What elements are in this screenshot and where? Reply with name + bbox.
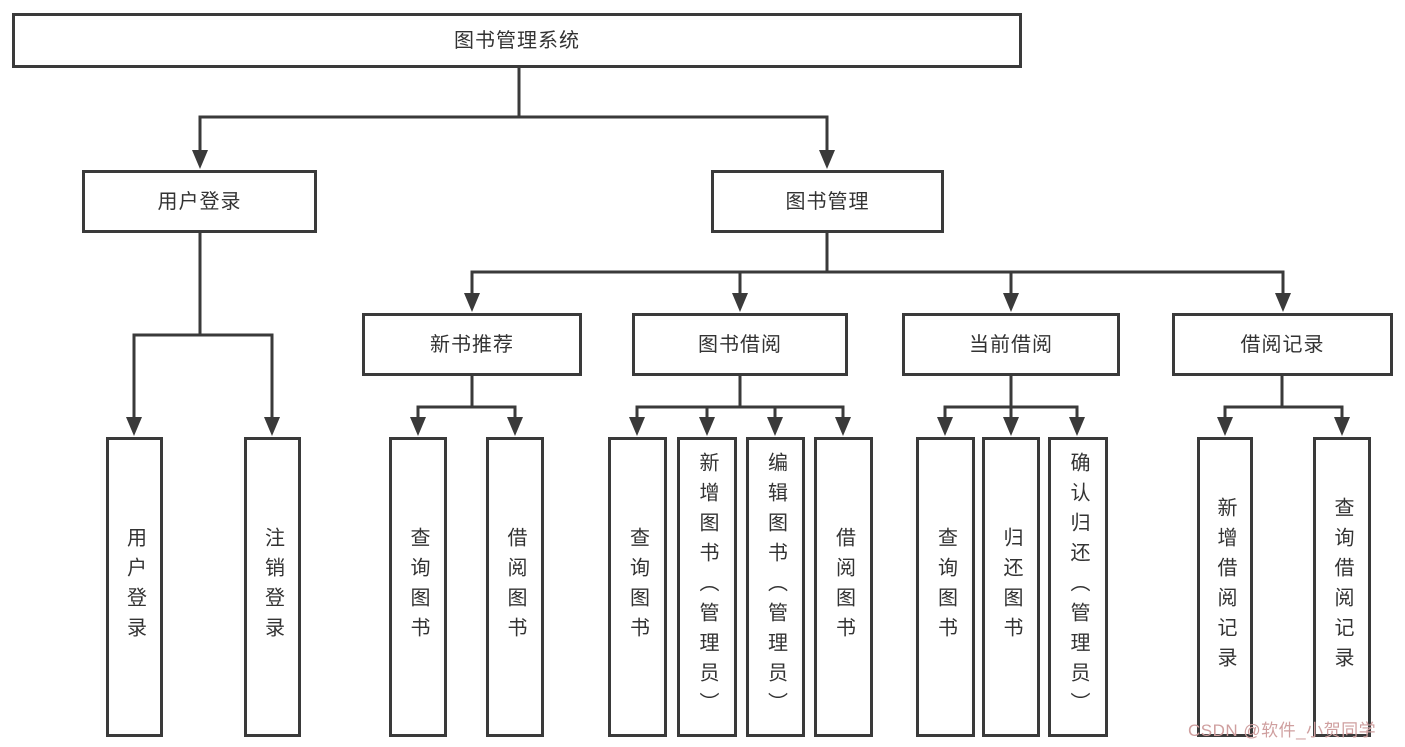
- leaf-add-borrow-record-label: 新增借阅记录: [1214, 497, 1236, 677]
- leaf-return-books-label: 归还图书: [1000, 527, 1022, 647]
- leaf-confirm-return-admin: 确认归还（管理员）: [1048, 437, 1108, 737]
- leaf-add-book-admin-label: 新增图书（管理员）: [696, 452, 718, 722]
- node-book-management: 图书管理: [711, 170, 944, 233]
- node-borrow-records: 借阅记录: [1172, 313, 1393, 376]
- leaf-user-login-label: 用户登录: [123, 527, 146, 647]
- leaf-borrow-books-recommend: 借阅图书: [486, 437, 544, 737]
- leaf-edit-book-admin: 编辑图书（管理员）: [746, 437, 805, 737]
- node-new-book-recommend: 新书推荐: [362, 313, 582, 376]
- leaf-user-login: 用户登录: [106, 437, 163, 737]
- leaf-return-books: 归还图书: [982, 437, 1040, 737]
- node-book-borrow: 图书借阅: [632, 313, 848, 376]
- leaf-borrow-books-recommend-label: 借阅图书: [504, 527, 526, 647]
- leaf-query-books-current: 查询图书: [916, 437, 975, 737]
- leaf-add-book-admin: 新增图书（管理员）: [677, 437, 737, 737]
- leaf-query-borrow-record: 查询借阅记录: [1313, 437, 1371, 737]
- leaf-query-books-current-label: 查询图书: [934, 527, 957, 647]
- node-root: 图书管理系统: [12, 13, 1022, 68]
- leaf-query-books-borrow: 查询图书: [608, 437, 667, 737]
- leaf-query-books-recommend: 查询图书: [389, 437, 447, 737]
- leaf-borrow-books: 借阅图书: [814, 437, 873, 737]
- leaf-edit-book-admin-label: 编辑图书（管理员）: [764, 452, 787, 722]
- leaf-borrow-books-label: 借阅图书: [832, 527, 855, 647]
- leaf-query-borrow-record-label: 查询借阅记录: [1331, 497, 1353, 677]
- leaf-logout-label: 注销登录: [261, 527, 284, 647]
- leaf-add-borrow-record: 新增借阅记录: [1197, 437, 1253, 737]
- leaf-query-books-recommend-label: 查询图书: [407, 527, 429, 647]
- leaf-confirm-return-admin-label: 确认归还（管理员）: [1067, 452, 1089, 722]
- node-current-borrow: 当前借阅: [902, 313, 1120, 376]
- leaf-logout: 注销登录: [244, 437, 301, 737]
- csdn-watermark: CSDN @软件_小贺同学: [1188, 721, 1377, 740]
- node-user-login: 用户登录: [82, 170, 317, 233]
- leaf-query-books-borrow-label: 查询图书: [626, 527, 649, 647]
